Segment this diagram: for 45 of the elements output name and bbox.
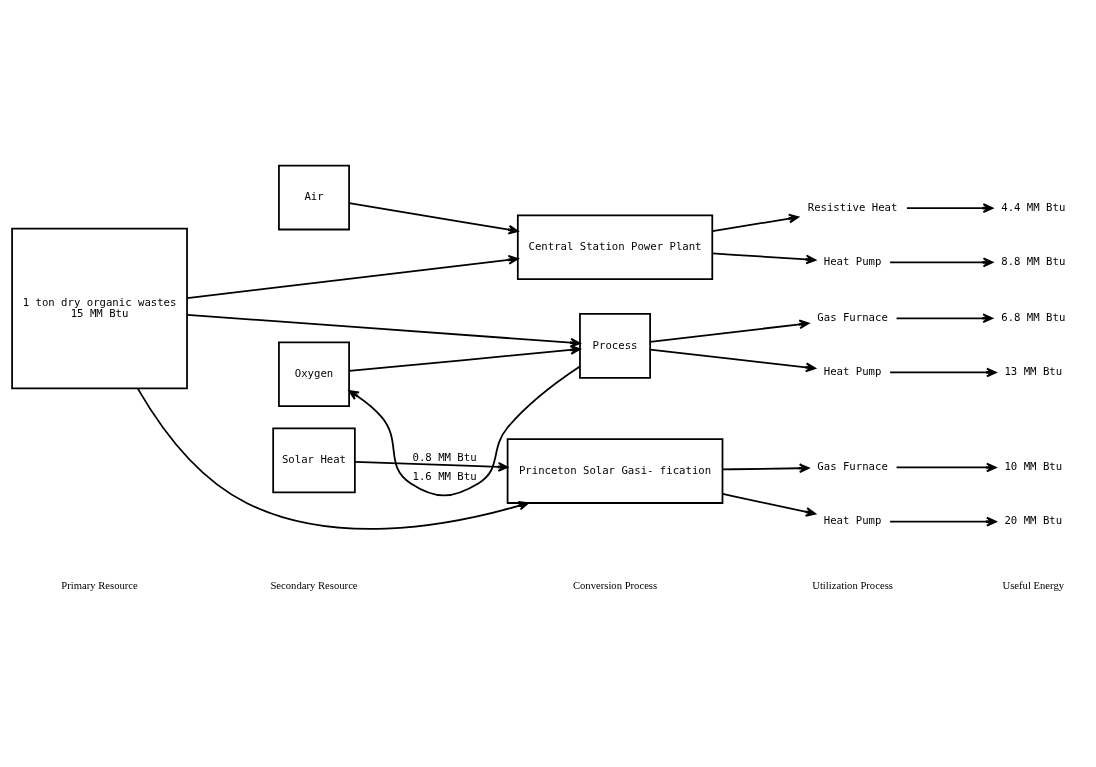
arrow: [711, 213, 800, 232]
arrow: [889, 516, 997, 527]
arrow: [711, 252, 817, 264]
arrow: [186, 254, 519, 299]
node-text: 13 MM Btu: [1004, 364, 1063, 378]
node-box: Oxygen: [278, 340, 350, 407]
node-text: 20 MM Btu: [1004, 513, 1063, 527]
arrow: [348, 365, 581, 496]
arrow: [906, 202, 994, 213]
label: Secondary Resource: [270, 579, 358, 591]
node-box: 1 ton dry organic wastes 15 MM Btu: [11, 227, 188, 389]
arrow: [721, 492, 816, 517]
arrow: [895, 462, 997, 472]
edge-label: 1.6 MM Btu: [412, 469, 477, 483]
node-text: 8.8 MM Btu: [1001, 254, 1066, 268]
node-box: Air: [278, 164, 350, 230]
arrow: [895, 312, 994, 323]
node-text: Heat Pump: [823, 364, 882, 378]
node-text: 10 MM Btu: [1004, 459, 1063, 473]
label: Useful Energy: [1002, 579, 1065, 591]
node-box: Solar Heat: [272, 427, 356, 493]
node-text: 6.8 MM Btu: [1001, 310, 1066, 324]
arrow: [348, 201, 519, 235]
node-box: Process: [579, 312, 651, 379]
arrow: [889, 256, 994, 267]
arrow: [649, 348, 816, 372]
arrow: [354, 460, 509, 472]
node-box: Central Station Power Plant: [516, 213, 714, 280]
label: Conversion Process: [572, 579, 658, 591]
arrow: [348, 344, 581, 372]
node-text: 4.4 MM Btu: [1001, 200, 1066, 214]
node-text: Gas Furnace: [817, 459, 888, 473]
edge-label: 0.8 MM Btu: [412, 450, 477, 464]
arrow: [889, 367, 997, 377]
node-text: Resistive Heat: [807, 200, 898, 214]
node-text: Heat Pump: [823, 513, 882, 527]
node-box: Princeton Solar Gasi- fication: [506, 437, 724, 504]
arrow: [721, 462, 810, 473]
arrow: [649, 319, 810, 343]
arrow: [136, 387, 529, 530]
label: Primary Resource: [61, 579, 138, 591]
label: Utilization Process: [812, 579, 893, 591]
arrow: [186, 313, 581, 348]
node-text: Gas Furnace: [817, 310, 888, 324]
node-text: Heat Pump: [823, 254, 882, 268]
